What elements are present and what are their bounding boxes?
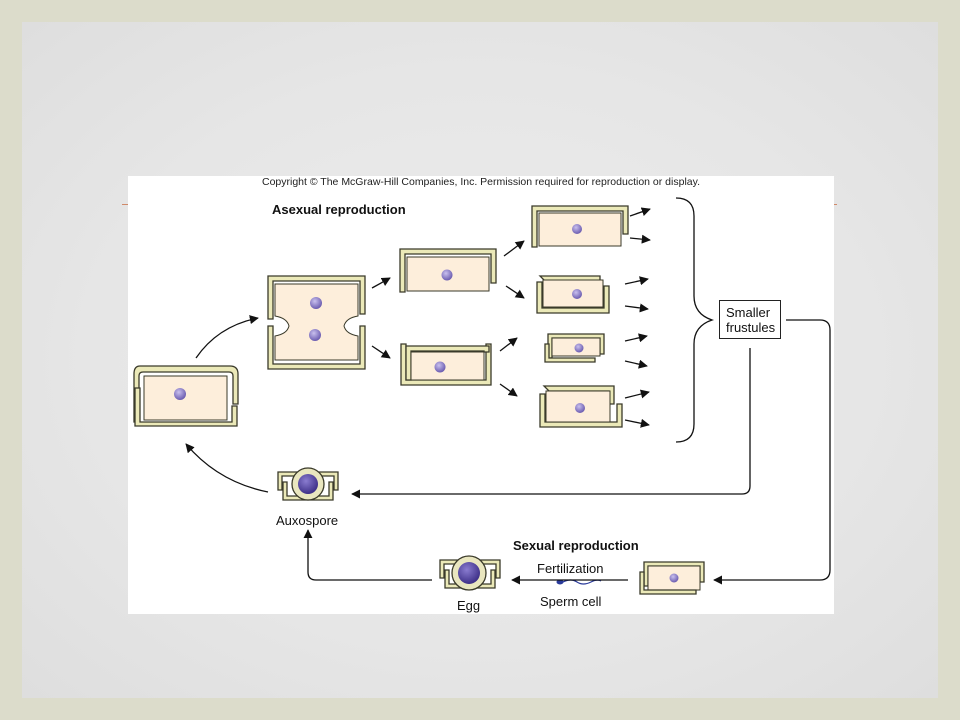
nucleus [309,329,321,341]
egg-label: Egg [457,598,481,613]
small-sexual-cell [639,561,705,595]
nucleus [572,289,582,299]
auxospore-cell [277,467,339,501]
arrow [371,277,391,289]
diatom-life-cycle-figure: Copyright © The McGraw-Hill Companies, I… [128,176,834,614]
nucleus [669,573,679,583]
arrows [185,207,831,585]
asexual-reproduction-label: Asexual reproduction [272,202,406,217]
arrow [624,418,650,428]
granddaughter-cell-4 [539,385,623,428]
egg-cell [439,555,501,591]
accent-line [833,204,837,205]
nucleus [441,269,453,281]
bracket [675,197,715,443]
arrow [185,443,269,493]
arrow [505,285,525,299]
sexual-reproduction-label: Sexual reproduction [513,538,639,553]
smaller-frustules-label-line1: Smaller [726,305,771,320]
granddaughter-cell-1 [531,205,629,248]
daughter-cell-large [399,248,497,293]
nucleus [575,403,585,413]
arrow [629,234,651,244]
arrow [499,383,518,397]
sperm-cell-label: Sperm cell [540,594,602,609]
nucleus [458,562,480,584]
parent-cell [133,365,239,427]
dividing-cell [267,275,366,370]
arrow [371,345,391,359]
nucleus [298,474,318,494]
arrow [503,240,525,257]
auxospore-label: Auxospore [276,513,339,528]
copyright-notice: Copyright © The McGraw-Hill Companies, I… [261,176,701,188]
arrow [624,389,650,399]
nucleus [310,297,322,309]
arrow [629,207,651,217]
nucleus [174,388,186,400]
nucleus [434,361,446,373]
smaller-frustules-box: Smaller frustules [719,300,781,339]
arrow [624,303,649,313]
accent-line [122,204,130,205]
nucleus [574,343,584,353]
fertilization-label: Fertilization [537,561,604,576]
daughter-cell-small [400,343,492,386]
arrow [624,333,648,343]
arrow [713,319,831,585]
arrow [303,529,432,581]
arrow [624,359,648,369]
diagram-canvas [133,197,831,595]
granddaughter-cell-2 [536,275,610,314]
smaller-frustules-label-line2: frustules [726,320,776,335]
arrow [195,315,259,359]
granddaughter-cell-3 [544,333,605,363]
nucleus [572,224,582,234]
arrow [624,276,649,286]
arrow [499,337,518,352]
arrow [351,348,751,499]
